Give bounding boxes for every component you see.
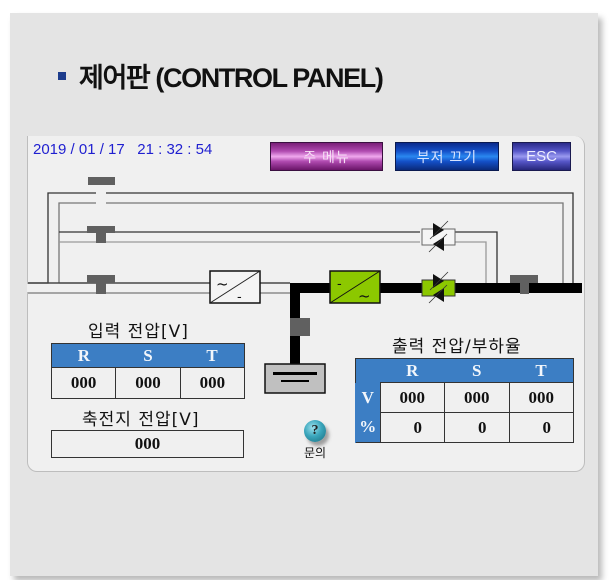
output-breaker-icon bbox=[510, 275, 538, 294]
header-corner bbox=[355, 358, 380, 383]
static-switch-inverter-icon bbox=[421, 271, 456, 304]
output-load-t: 0 bbox=[508, 412, 574, 443]
rectifier-dc-symbol: - bbox=[237, 290, 242, 305]
static-bypass-line bbox=[59, 231, 498, 283]
main-menu-button[interactable]: 주 메뉴 bbox=[270, 142, 383, 171]
input-voltage-s: 000 bbox=[115, 367, 181, 399]
table-row: V 000 000 000 bbox=[355, 382, 574, 413]
rectifier-ac-symbol: ~ bbox=[216, 275, 229, 293]
breaker-icon bbox=[87, 226, 115, 243]
header-s: S bbox=[444, 358, 509, 383]
header-r: R bbox=[380, 358, 445, 383]
header-t: T bbox=[180, 343, 245, 368]
table-header-row: R S T bbox=[51, 343, 245, 368]
output-voltage-t: 000 bbox=[508, 382, 574, 413]
inverter-ac-symbol: ~ bbox=[358, 287, 371, 305]
output-title: 출력 전압/부하율 bbox=[392, 337, 522, 357]
help-button[interactable]: ? 문의 bbox=[300, 420, 330, 461]
input-voltage-table: R S T 000 000 000 bbox=[50, 343, 246, 399]
bullet-square-icon bbox=[58, 72, 66, 80]
page-heading: 제어판 (CONTROL PANEL) bbox=[58, 55, 384, 95]
table-header-row: R S T bbox=[355, 358, 574, 383]
input-voltage-t: 000 bbox=[179, 367, 246, 399]
battery-breaker-icon bbox=[290, 318, 310, 336]
inverter-dc-symbol: - bbox=[337, 277, 342, 292]
output-voltage-s: 000 bbox=[444, 382, 510, 413]
page-title: 제어판 (CONTROL PANEL) bbox=[79, 62, 384, 93]
buzzer-off-button[interactable]: 부저 끄기 bbox=[395, 142, 499, 171]
table-row: % 0 0 0 bbox=[355, 412, 574, 443]
esc-button[interactable]: ESC bbox=[512, 142, 571, 171]
input-breaker-icon bbox=[87, 275, 115, 294]
battery-voltage-title: 축전지 전압[V] bbox=[82, 410, 200, 430]
output-load-r: 0 bbox=[379, 412, 445, 443]
output-voltage-r: 000 bbox=[379, 382, 445, 413]
input-voltage-title: 입력 전압[V] bbox=[88, 322, 189, 342]
row-label-voltage: V bbox=[355, 382, 380, 413]
rectifier-icon: ~ - bbox=[209, 270, 261, 305]
help-question-icon: ? bbox=[304, 420, 326, 442]
header-s: S bbox=[115, 343, 181, 368]
output-table: R S T V 000 000 000 % 0 0 0 bbox=[355, 358, 574, 443]
battery-icon bbox=[264, 363, 326, 394]
row-label-load: % bbox=[355, 412, 380, 443]
date-text: 2019 / 01 / 17 bbox=[33, 141, 125, 158]
time-text: 21 : 32 : 54 bbox=[137, 141, 213, 158]
table-row: 000 000 000 bbox=[50, 367, 246, 399]
inverter-icon: - ~ bbox=[329, 270, 381, 305]
input-voltage-r: 000 bbox=[50, 367, 117, 399]
bypass-breaker-open-icon bbox=[88, 177, 115, 185]
bypass-line-outer bbox=[28, 192, 574, 284]
static-switch-bypass-icon bbox=[421, 220, 456, 253]
datetime-display: 2019 / 01 / 17 21 : 32 : 54 bbox=[33, 141, 212, 158]
header-t: T bbox=[509, 358, 574, 383]
output-load-s: 0 bbox=[444, 412, 510, 443]
battery-voltage-value: 000 bbox=[51, 430, 244, 458]
help-label: 문의 bbox=[303, 446, 327, 460]
header-r: R bbox=[51, 343, 116, 368]
